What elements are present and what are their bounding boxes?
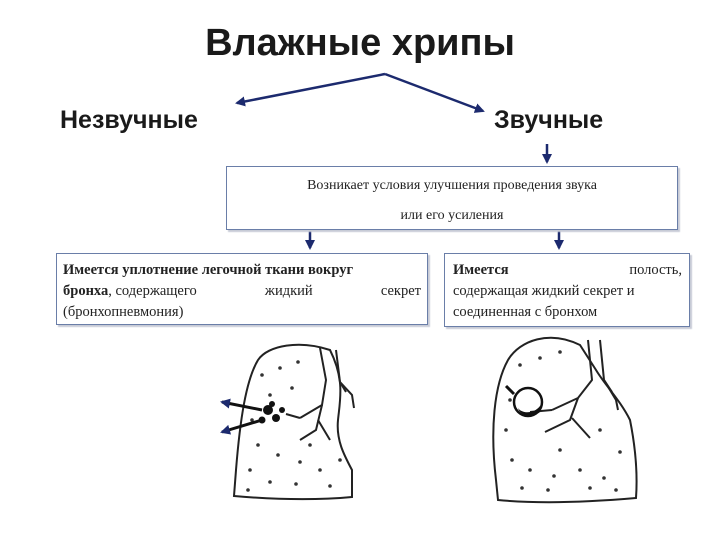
right-box-line-2: содержащая жидкий секрет и (453, 283, 635, 299)
title-split-arrows (235, 72, 485, 113)
diagram-title: Влажные хрипы (205, 22, 515, 64)
right-box-line-1-w2: полость, (629, 262, 682, 278)
branch-label-right: Звучные (494, 106, 604, 134)
sound-arrows-left (220, 398, 263, 435)
arrow-to-right-branch (384, 72, 485, 113)
left-lung-dots (246, 360, 342, 492)
left-box-line-3: (бронхопневмония) (63, 304, 184, 320)
left-condition-box: Имеется уплотнение легочной ткани вокруг… (56, 253, 428, 325)
right-condition-box: Имеется полость, содержащая жидкий секре… (444, 253, 690, 327)
condition-line-1: Возникает условия улучшения проведения з… (307, 178, 597, 193)
consolidation-spot (258, 401, 285, 424)
cavity (504, 384, 544, 418)
sound-arrow-right (504, 384, 516, 396)
left-box-line-2-bold: бронха (63, 283, 109, 299)
left-box-line-2-w3: секрет (380, 283, 421, 299)
right-lung-illustration (492, 336, 638, 504)
right-lung-dots (504, 350, 622, 492)
right-box-line-3: соединенная с бронхом (453, 304, 598, 320)
condition-box: Возникает условия улучшения проведения з… (226, 166, 678, 230)
condition-line-2: или его усиления (400, 208, 504, 223)
branch-label-left: Незвучные (60, 106, 198, 134)
left-lung-illustration (232, 343, 355, 501)
arrow-to-left-branch (235, 72, 386, 107)
right-box-line-1-w1: Имеется (453, 262, 509, 278)
left-box-line-2-w2: жидкий (264, 283, 313, 299)
left-box-line-1: Имеется уплотнение легочной ткани вокруг (63, 262, 354, 278)
left-box-line-2-w1: , содержащего (108, 283, 197, 299)
